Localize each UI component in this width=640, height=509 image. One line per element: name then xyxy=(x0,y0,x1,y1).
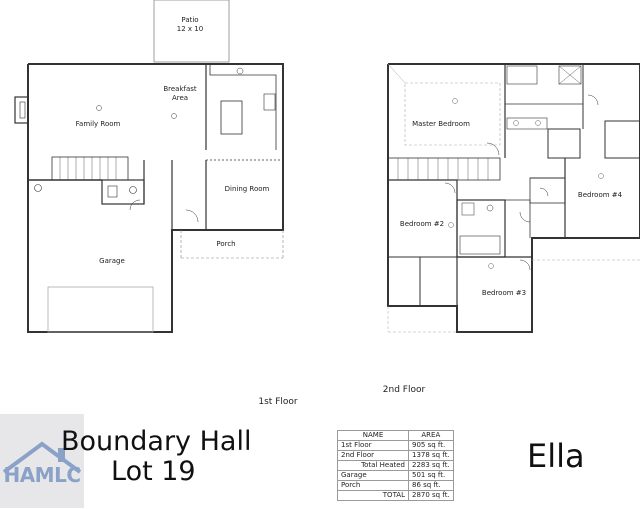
room-labels: Patio 12 x 10 Breakfast Area Family Room… xyxy=(76,16,623,407)
table-row: Total Heated 2283 sq ft. xyxy=(337,460,454,471)
table-row: 2nd Floor 1378 sq ft. xyxy=(337,450,454,461)
logo-text: HAMLC xyxy=(3,463,81,487)
first-floor-exterior-wall xyxy=(27,63,284,333)
table-row: Porch 86 sq ft. xyxy=(337,480,454,491)
row-name: TOTAL xyxy=(337,490,409,501)
dining-room-label: Dining Room xyxy=(225,185,270,193)
house-roof-icon xyxy=(2,441,82,474)
row-name: Porch xyxy=(337,480,409,491)
table-row: TOTAL 2870 sq ft. xyxy=(337,490,454,501)
porch-label: Porch xyxy=(216,240,235,248)
hall-bath xyxy=(456,199,506,258)
row-area: 2283 sq ft. xyxy=(408,460,454,471)
family-room-label: Family Room xyxy=(76,120,121,128)
area-table: NAME AREA 1st Floor 905 sq ft. 2nd Floor… xyxy=(337,430,454,501)
table-row: 1st Floor 905 sq ft. xyxy=(337,440,454,451)
table-row: Garage 501 sq ft. xyxy=(337,470,454,481)
kitchen-island xyxy=(220,100,243,135)
row-area: 1378 sq ft. xyxy=(408,450,454,461)
first-floor-label: 1st Floor xyxy=(258,397,297,407)
second-floor-stairs xyxy=(387,157,501,181)
garage-label: Garage xyxy=(99,257,125,265)
garage-door xyxy=(47,286,154,333)
bedroom-2-label: Bedroom #2 xyxy=(400,220,444,228)
project-title: Boundary Hall xyxy=(61,426,252,457)
row-area: 905 sq ft. xyxy=(408,440,454,451)
row-name: Garage xyxy=(337,470,409,481)
second-floor-label: 2nd Floor xyxy=(383,385,426,395)
first-floor-stairs xyxy=(51,156,129,181)
hamlc-logo: HAMLC xyxy=(0,414,84,508)
row-area: 86 sq ft. xyxy=(408,480,454,491)
table-header-row: NAME AREA xyxy=(337,430,454,441)
row-area: 501 sq ft. xyxy=(408,470,454,481)
patio-outline xyxy=(153,0,230,63)
breakfast-area-label: Area xyxy=(172,94,188,102)
name-column-header: NAME xyxy=(337,430,409,441)
first-floor-plan xyxy=(14,0,284,333)
second-floor-plan xyxy=(387,63,640,333)
second-floor-exterior-wall xyxy=(387,63,640,333)
patio-label: Patio xyxy=(181,16,198,24)
kitchen-counter xyxy=(209,64,277,150)
model-name: Ella xyxy=(527,437,585,475)
bedroom-3-label: Bedroom #3 xyxy=(482,289,526,297)
fireplace xyxy=(14,96,29,124)
row-name: 2nd Floor xyxy=(337,450,409,461)
area-column-header: AREA xyxy=(408,430,454,441)
project-lot: Lot 19 xyxy=(111,456,196,487)
master-bedroom-label: Master Bedroom xyxy=(412,120,470,128)
row-name: 1st Floor xyxy=(337,440,409,451)
breakfast-label: Breakfast xyxy=(163,85,197,93)
row-name: Total Heated xyxy=(337,460,409,471)
bedroom-4-label: Bedroom #4 xyxy=(578,191,623,199)
patio-size-label: 12 x 10 xyxy=(177,25,203,33)
row-area: 2870 sq ft. xyxy=(408,490,454,501)
